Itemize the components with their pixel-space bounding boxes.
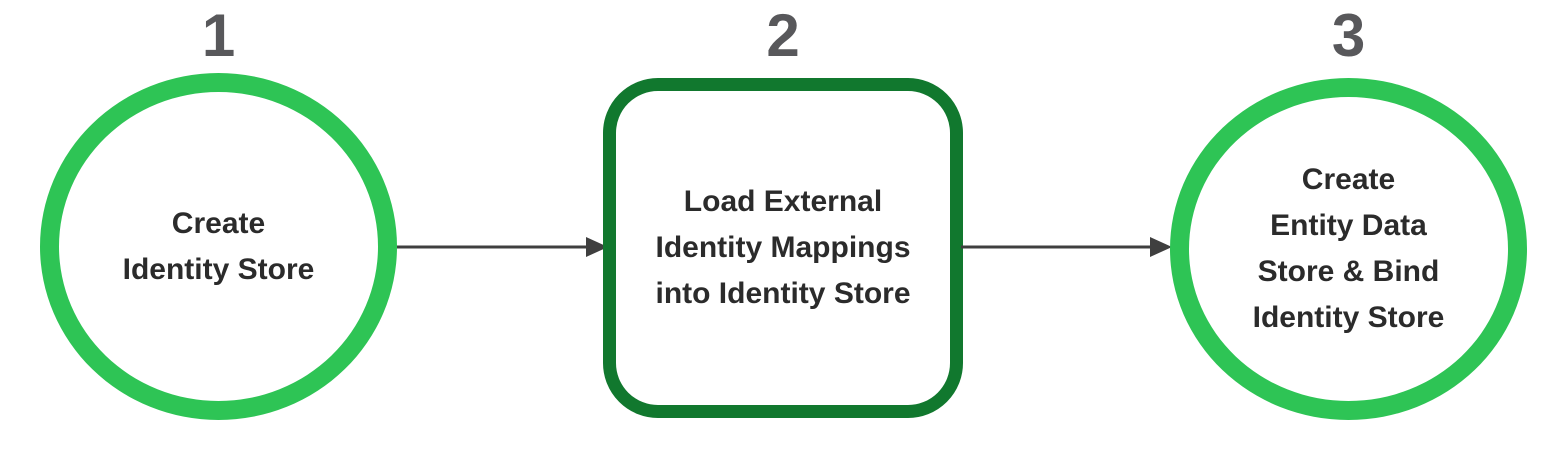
step-3-number: 3 [1331, 2, 1366, 69]
step-1-number: 1 [201, 2, 236, 69]
step-1-label: Create Identity Store [122, 206, 315, 286]
arrow-right-icon [961, 237, 1172, 257]
step-1-circle: Create Identity Store [40, 73, 397, 420]
step-3-circle: Create Entity Data Store & Bind Identity… [1170, 78, 1527, 420]
arrow-right-icon [397, 237, 608, 257]
step-2-label: Load External Identity Mappings into Ide… [655, 185, 911, 310]
step-3-label: Create Entity Data Store & Bind Identity… [1252, 163, 1445, 334]
step-2-rounded-square: Load External Identity Mappings into Ide… [603, 78, 963, 418]
step-2-number: 2 [766, 2, 800, 69]
